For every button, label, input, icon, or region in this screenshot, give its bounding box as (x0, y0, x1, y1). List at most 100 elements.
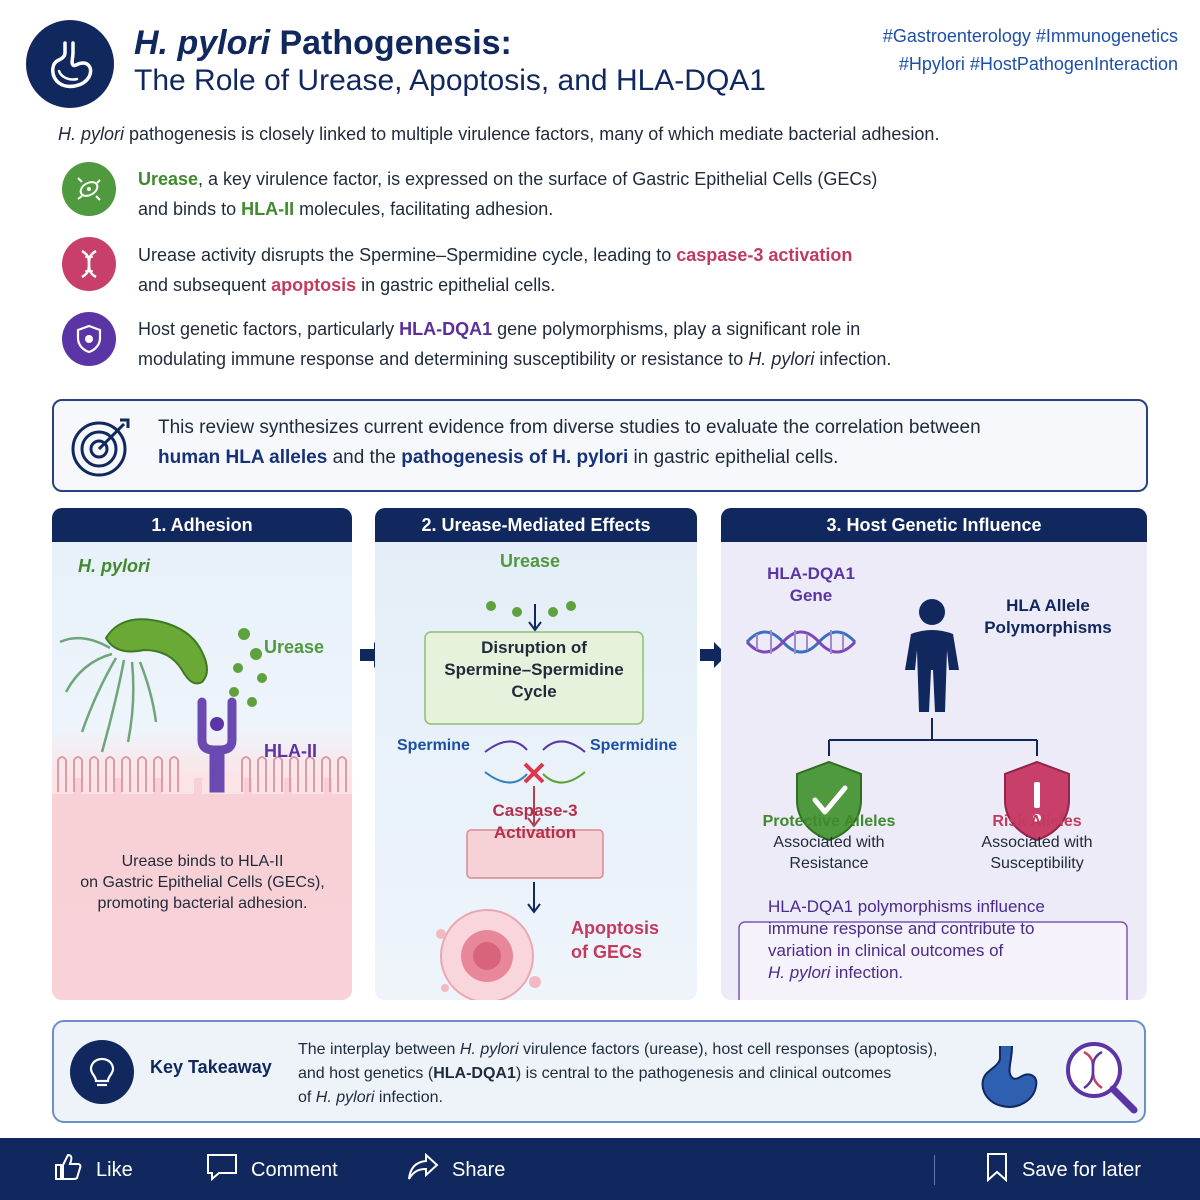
caspase-line-2: Activation (493, 823, 577, 842)
urease-label: Urease (264, 637, 325, 657)
point-2-part-e: in gastric epithelial cells. (356, 275, 556, 295)
point-2-apoptosis: apoptosis (271, 275, 357, 295)
urease-title: Urease (500, 551, 561, 571)
point-2-caspase: caspase-3 activation (676, 245, 853, 265)
gene-line-1: HLA-DQA1 (767, 564, 855, 583)
like-button[interactable]: Like (52, 1150, 133, 1190)
takeaway-1b: H. pylori (459, 1041, 519, 1058)
disruption-box: Disruption of Spermine–Spermidine Cycle (425, 637, 643, 703)
takeaway-1c: virulence factors (urease), host cell re… (518, 1041, 938, 1058)
title-rest: Pathogenesis: (270, 24, 512, 62)
poly-line-2: Polymorphisms (984, 618, 1112, 637)
takeaway-text: The interplay between H. pylori virulenc… (298, 1038, 937, 1110)
arrow-right-icon (698, 640, 728, 675)
risk-line-1: Associated with (981, 834, 1093, 851)
adhesion-caption: Urease binds to HLA-II on Gastric Epithe… (60, 851, 345, 914)
adhesion-caption-line-3: promoting bacterial adhesion. (97, 895, 308, 912)
risk-alleles: Risk Alleles Associated with Susceptibil… (962, 811, 1112, 874)
dna-helix-icon (745, 630, 857, 654)
host-illustration (738, 599, 1128, 1000)
point-1-urease: Urease (138, 169, 199, 189)
polymorphisms-label: HLA Allele Polymorphisms (978, 595, 1118, 639)
save-label: Save for later (1022, 1158, 1141, 1181)
review-box (52, 399, 1148, 492)
point-1-part-b: , a key virulence factor, is expressed o… (198, 169, 878, 189)
target-icon (68, 414, 134, 485)
thumbs-up-icon (52, 1151, 84, 1189)
point-3-text: Host genetic factors, particularly HLA-D… (138, 314, 891, 374)
takeaway-2b: HLA-DQA1 (433, 1065, 516, 1082)
stomach-logo-icon (26, 20, 114, 108)
shield-icon (62, 312, 116, 366)
point-2-text: Urease activity disrupts the Spermine–Sp… (138, 240, 852, 300)
review-bold-1: human HLA alleles (158, 447, 328, 468)
disruption-line-3: Cycle (511, 682, 557, 701)
takeaway-3b: H. pylori (315, 1089, 375, 1106)
point-1-part-c: and binds to (138, 199, 242, 219)
point-1-part-e: molecules, facilitating adhesion. (294, 199, 554, 219)
point-3-part-f: infection. (814, 349, 892, 369)
hpylori-label: H. pylori (78, 556, 151, 576)
bookmark-icon (984, 1151, 1010, 1189)
protective-alleles: Protective Alleles Associated with Resis… (754, 811, 904, 874)
panel-host-genetics: 3. Host Genetic Influence (721, 508, 1147, 1000)
takeaway-3c: infection. (374, 1089, 443, 1106)
disruption-line-1: Disruption of (481, 638, 587, 657)
apoptosis-line-2: of GECs (571, 942, 643, 962)
point-1-hla: HLA-II (241, 199, 295, 219)
review-end: in gastric epithelial cells. (628, 447, 839, 468)
point-3-italic: H. pylori (748, 349, 815, 369)
hashtags-line-1[interactable]: #Gastroenterology #Immunogenetics (882, 26, 1178, 46)
adhesion-caption-line-1: Urease binds to HLA-II (121, 853, 284, 870)
panel-urease-effects: 2. Urease-Mediated Effects (375, 508, 697, 1000)
takeaway-3a: of (298, 1089, 316, 1106)
comment-icon (205, 1151, 239, 1189)
note-line-1: HLA-DQA1 polymorphisms influence (768, 897, 1045, 916)
divider (934, 1155, 935, 1185)
protective-title: Protective Alleles (762, 813, 896, 830)
takeaway-label: Key Takeaway (150, 1057, 272, 1077)
save-for-later-button[interactable]: Save for later (984, 1150, 1141, 1190)
action-bar (0, 1138, 1200, 1200)
note-italic: H. pylori (768, 963, 831, 982)
hashtags-line-2[interactable]: #Hpylori #HostPathogenInteraction (898, 54, 1178, 74)
hla-note: HLA-DQA1 polymorphisms influence immune … (768, 896, 1045, 984)
bacteria-icon (62, 162, 116, 216)
hashtags: #Gastroenterology #Immunogenetics #Hpylo… (883, 22, 1178, 78)
note-line-3: variation in clinical outcomes of (768, 941, 1004, 960)
point-3-part-a: Host genetic factors, particularly (138, 319, 400, 339)
page-subtitle: The Role of Urease, Apoptosis, and HLA-D… (134, 64, 766, 97)
panel-host-title: 3. Host Genetic Influence (721, 508, 1147, 542)
point-3-part-c: gene polymorphisms, play a significant r… (492, 319, 861, 339)
point-2-part-c: and subsequent (138, 275, 272, 295)
disruption-line-2: Spermine–Spermidine (444, 660, 624, 679)
comment-button[interactable]: Comment (205, 1150, 338, 1190)
spermidine-label: Spermidine (590, 737, 678, 754)
comment-label: Comment (251, 1158, 338, 1181)
panel-urease-title: 2. Urease-Mediated Effects (375, 508, 697, 542)
panel-adhesion: 1. Adhesion (52, 508, 352, 1000)
point-3-hla-dqa1: HLA-DQA1 (399, 319, 493, 339)
review-text: This review synthesizes current evidence… (158, 413, 981, 473)
caspase-line-1: Caspase-3 (492, 801, 578, 820)
review-mid: and the (327, 447, 402, 468)
dna-magnifier-icon (1060, 1036, 1142, 1123)
adhesion-caption-line-2: on Gastric Epithelial Cells (GECs), (80, 874, 325, 891)
review-bold-2: pathogenesis of H. pylori (401, 447, 629, 468)
stomach-icon (972, 1040, 1046, 1119)
page-title: H. pylori Pathogenesis: (134, 24, 512, 63)
share-label: Share (452, 1158, 506, 1181)
note-line-2: immune response and contribute to (768, 919, 1035, 938)
poly-line-1: HLA Allele (1006, 596, 1090, 615)
takeaway-2c: ) is central to the pathogenesis and cli… (515, 1065, 892, 1082)
spermine-label: Spermine (397, 737, 470, 754)
like-label: Like (96, 1158, 133, 1181)
takeaway-box (52, 1020, 1146, 1123)
urease-illustration (424, 601, 644, 1000)
title-italic: H. pylori (134, 24, 271, 62)
protective-line-2: Resistance (789, 855, 869, 872)
share-button[interactable]: Share (406, 1150, 505, 1190)
caspase-box: Caspase-3 Activation (467, 800, 603, 844)
dna-icon (62, 237, 116, 291)
apoptosis-label: Apoptosis of GECs (571, 916, 659, 964)
